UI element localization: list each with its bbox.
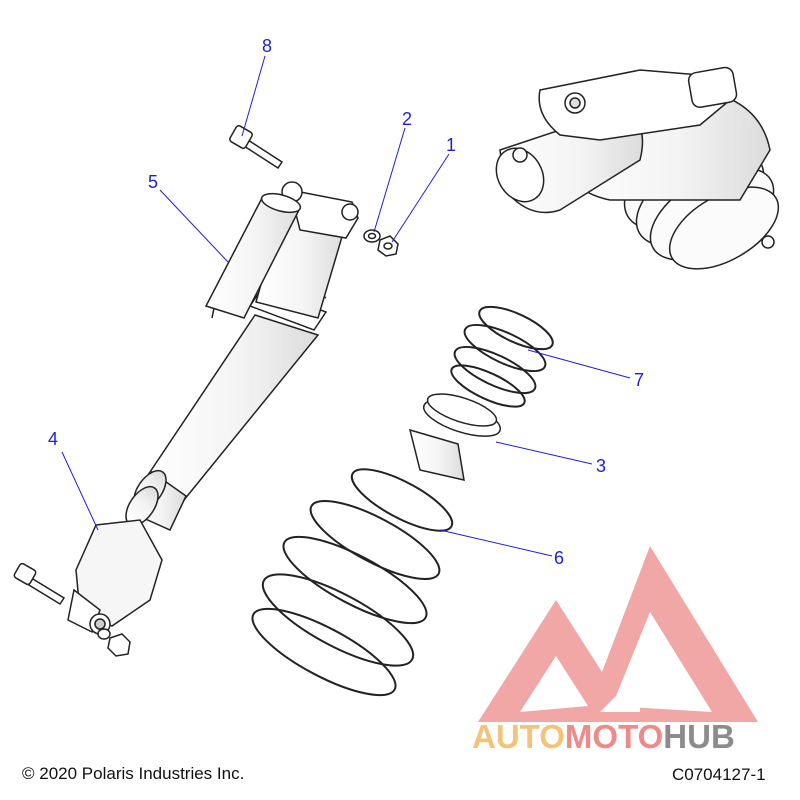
callout-leaders xyxy=(61,55,631,557)
bolt-part-8 xyxy=(229,125,284,170)
leader-1 xyxy=(391,153,450,243)
watermark-part-3: HUB xyxy=(663,718,735,755)
callout-4: 4 xyxy=(48,429,58,449)
lower-bolt xyxy=(13,562,66,606)
leader-6 xyxy=(439,529,553,557)
callout-2: 2 xyxy=(402,109,412,129)
nut-part-1 xyxy=(377,235,399,257)
callout-numbers: 8 2 1 5 7 4 3 6 xyxy=(48,36,644,568)
spring-adapter-part-3 xyxy=(408,393,502,481)
leader-2 xyxy=(373,127,406,233)
shock-assembly-part-4 xyxy=(67,181,359,635)
callout-7: 7 xyxy=(634,370,644,390)
drawing-id: C0704127-1 xyxy=(672,765,766,784)
leader-5 xyxy=(159,189,229,263)
callout-5: 5 xyxy=(148,172,158,192)
spring-part-7 xyxy=(450,305,554,408)
leader-3 xyxy=(495,441,593,465)
callout-8: 8 xyxy=(262,36,272,56)
callout-1: 1 xyxy=(446,135,456,155)
leader-4 xyxy=(61,451,99,531)
washer-part-2 xyxy=(363,229,381,243)
assembled-shock-view xyxy=(495,66,780,270)
callout-3: 3 xyxy=(596,456,606,476)
lower-washer-nut xyxy=(97,628,131,657)
reservoir-part-5 xyxy=(204,192,302,319)
watermark-part-1: AUTO xyxy=(472,718,565,755)
watermark-part-2: MOTO xyxy=(564,718,664,755)
copyright-text: © 2020 Polaris Industries Inc. xyxy=(22,764,245,783)
spring-part-6 xyxy=(251,468,454,697)
watermark-logo xyxy=(478,546,758,722)
callout-6: 6 xyxy=(554,548,564,568)
leader-8 xyxy=(241,55,266,137)
leader-7 xyxy=(527,349,631,379)
watermark-wordmark: AUTOMOTOHUB xyxy=(472,718,735,756)
